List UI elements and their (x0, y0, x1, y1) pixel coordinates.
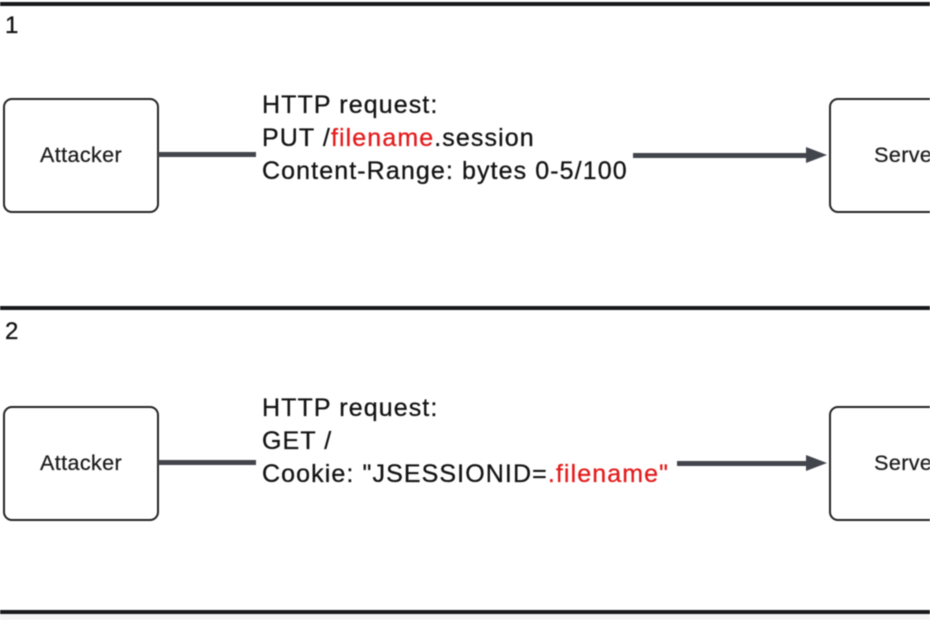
arrow-shaft (633, 152, 807, 158)
filename-highlight-text: .filename" (547, 460, 670, 488)
server-box-2: Server (829, 406, 930, 521)
top-border-line (0, 2, 930, 6)
message-text: Content-Range: bytes 0-5/100 (262, 157, 628, 185)
message-text: PUT / (262, 124, 331, 152)
message-text: Cookie: "JSESSIONID= (262, 460, 548, 488)
message-text: HTTP request: (262, 91, 439, 119)
attacker-connector-line-2 (158, 460, 256, 465)
step-1-label: 1 (5, 12, 19, 39)
step-2-label: 2 (5, 318, 19, 345)
arrow-shaft (677, 460, 807, 466)
message-text: .session (434, 124, 535, 152)
server-label: Server (874, 451, 930, 475)
request-arrow-2 (677, 454, 827, 472)
message-line: HTTP request: (262, 89, 628, 122)
attacker-connector-line-1 (158, 152, 256, 157)
message-line: PUT /filename.session (262, 122, 628, 155)
attacker-box-2: Attacker (3, 406, 159, 521)
attacker-label: Attacker (39, 143, 123, 167)
attacker-box-1: Attacker (3, 98, 159, 213)
arrow-head-icon (806, 146, 827, 163)
arrow-head-icon (806, 454, 827, 471)
attacker-label: Attacker (39, 451, 123, 475)
message-text: GET / (262, 427, 333, 455)
message-line: HTTP request: (262, 392, 669, 425)
footer-strip (0, 614, 930, 620)
http-request-message-2: HTTP request: GET / Cookie: "JSESSIONID=.f… (262, 392, 669, 491)
bottom-border-line (0, 610, 930, 614)
server-box-1: Server (829, 98, 930, 213)
message-line: Cookie: "JSESSIONID=.filename" (262, 458, 669, 491)
filename-highlight-text: filename (330, 124, 435, 152)
panel-divider-line (0, 306, 930, 310)
message-text: HTTP request: (262, 394, 439, 422)
message-line: Content-Range: bytes 0-5/100 (262, 155, 628, 188)
message-line: GET / (262, 425, 669, 458)
server-label: Server (874, 143, 930, 167)
request-arrow-1 (633, 146, 827, 164)
